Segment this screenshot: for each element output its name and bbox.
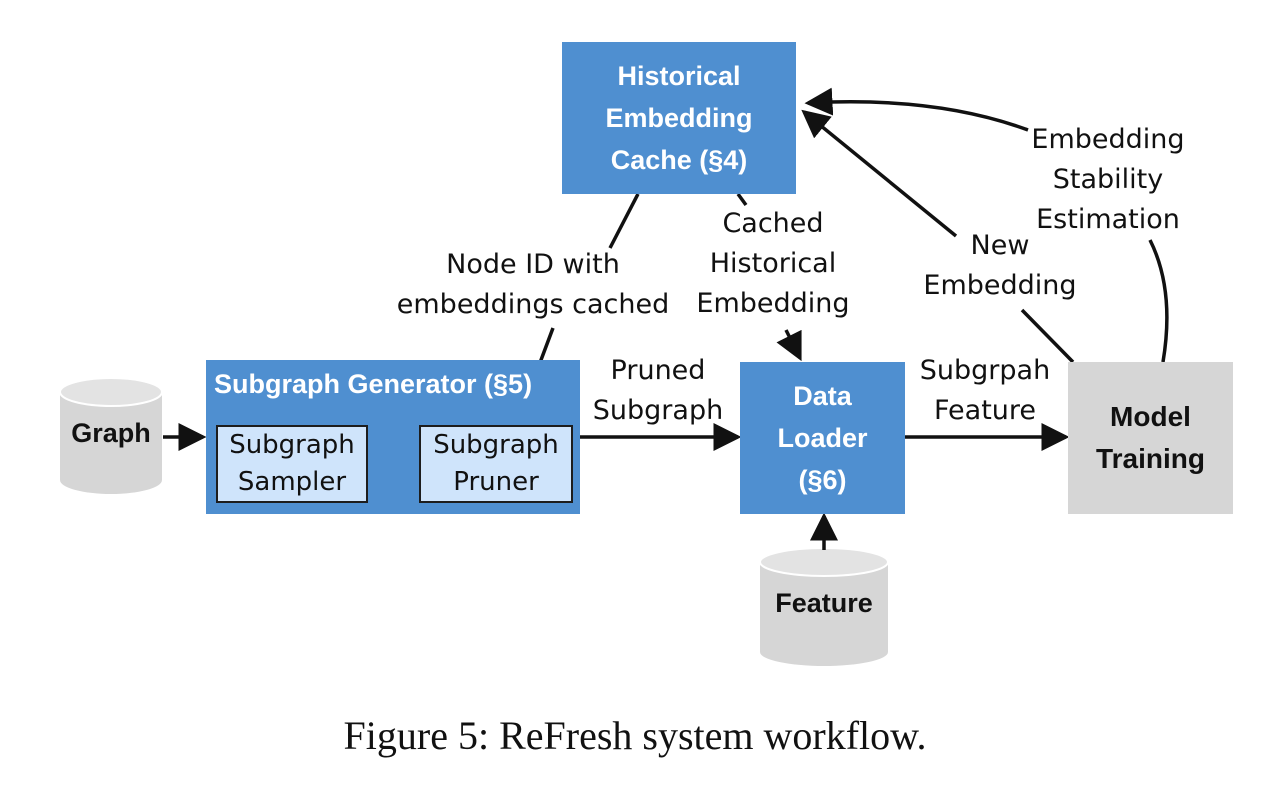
sampler-line-2: Sampler bbox=[237, 467, 347, 497]
stability-estimation-label: Embedding Stability Estimation bbox=[1020, 120, 1196, 240]
subgraph-feature-label: Subgrpah Feature bbox=[912, 351, 1058, 431]
cache-line-3: Cache (§4) bbox=[610, 145, 748, 175]
model-training-box: Model Training bbox=[1068, 362, 1233, 514]
stability-line-2: Stability bbox=[1052, 164, 1164, 195]
historical-embedding-cache-box: Historical Embedding Cache (§4) bbox=[562, 42, 796, 194]
graph-database-cylinder bbox=[59, 377, 163, 494]
training-line-2: Training bbox=[1096, 443, 1205, 474]
data-loader-box: Data Loader (§6) bbox=[740, 362, 905, 514]
cached-line-2: Historical bbox=[709, 248, 837, 279]
stability-line-3: Estimation bbox=[1036, 204, 1180, 235]
loader-line-2: Loader bbox=[777, 423, 868, 453]
training-line-1: Model bbox=[1110, 401, 1191, 432]
subgraph-sampler-box: Subgraph Sampler bbox=[216, 425, 368, 503]
new-embedding-label: New Embedding bbox=[920, 226, 1080, 306]
cached-line-3: Embedding bbox=[696, 288, 850, 319]
cached-line-1: Cached bbox=[722, 208, 824, 239]
cache-line-1: Historical bbox=[617, 61, 741, 91]
subgraph-generator-title: Subgraph Generator (§5) bbox=[214, 369, 533, 399]
new-embedding-line-2: Embedding bbox=[923, 270, 1077, 301]
node-id-line-2: embeddings cached bbox=[396, 289, 670, 320]
pruner-line-2: Pruner bbox=[453, 467, 539, 497]
pruned-subgraph-label: Pruned Subgraph bbox=[586, 351, 730, 431]
subgraph-feature-line-1: Subgrpah bbox=[919, 355, 1051, 386]
connector-cache-to-label bbox=[608, 193, 640, 249]
arrow-new-embedding-upper bbox=[801, 109, 958, 238]
connector-cache-to-cached-label bbox=[736, 192, 748, 207]
loader-line-1: Data bbox=[793, 381, 852, 411]
subgraph-feature-line-2: Feature bbox=[933, 395, 1037, 426]
sampler-line-1: Subgraph bbox=[229, 430, 355, 460]
node-id-label: Node ID with embeddings cached bbox=[388, 245, 678, 325]
cached-embedding-label: Cached Historical Embedding bbox=[688, 204, 858, 324]
feature-label: Feature bbox=[775, 588, 873, 618]
new-embedding-line-1: New bbox=[970, 230, 1030, 261]
stability-line-1: Embedding bbox=[1031, 124, 1185, 155]
arrow-stability-upper bbox=[804, 87, 1029, 132]
connector-stability-lower bbox=[1148, 239, 1169, 363]
graph-label: Graph bbox=[71, 418, 151, 448]
feature-database-cylinder bbox=[759, 547, 889, 666]
pruned-line-2: Subgraph bbox=[592, 395, 724, 426]
cache-line-2: Embedding bbox=[605, 103, 753, 133]
pruned-line-1: Pruned bbox=[610, 355, 706, 386]
connector-new-embedding-lower bbox=[1020, 308, 1075, 364]
pruner-line-1: Subgraph bbox=[433, 430, 559, 460]
loader-line-3: (§6) bbox=[798, 465, 847, 495]
arrow-cached-embedding-to-loader bbox=[776, 329, 802, 362]
figure-caption: Figure 5: ReFresh system workflow. bbox=[343, 713, 927, 758]
subgraph-pruner-box: Subgraph Pruner bbox=[419, 425, 573, 503]
node-id-line-1: Node ID with bbox=[446, 249, 620, 280]
